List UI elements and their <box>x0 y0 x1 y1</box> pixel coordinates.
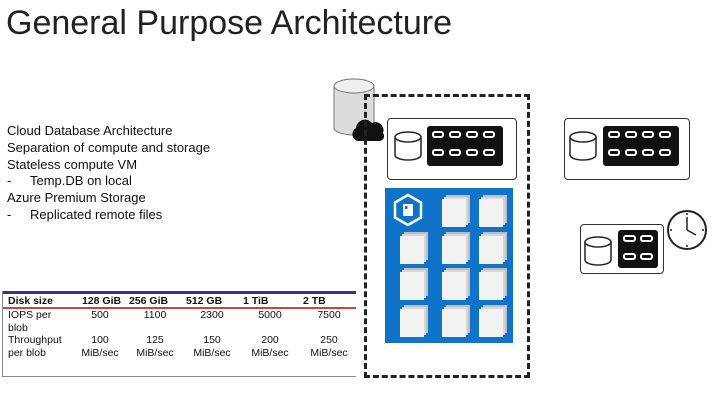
table-cell: 1100 <box>130 309 180 322</box>
table-header-cell: 2 TB <box>303 295 326 308</box>
table-cell: 200 MiB/sec <box>245 334 295 359</box>
table-cell: 500 <box>80 309 120 322</box>
file-tile <box>400 309 424 337</box>
file-tile <box>442 199 466 227</box>
file-tile <box>479 236 503 264</box>
table-cell: 7500 <box>304 309 354 322</box>
table-header-cell: 128 GiB <box>82 295 121 308</box>
table-row-label: Throughput per blob <box>8 334 78 359</box>
sub-bullet: - Temp.DB on local <box>7 173 210 190</box>
bullet-line: Replicated remote files <box>30 207 162 224</box>
dash-marker: - <box>7 173 30 190</box>
table-cell: 125 MiB/sec <box>130 334 180 359</box>
table-row-label: IOPS per blob <box>8 309 68 334</box>
disk-blob-icon <box>393 130 425 164</box>
storage-table: Disk size 128 GiB 256 GiB 512 GB 1 TiB 2… <box>2 291 356 377</box>
sub-bullet: - Replicated remote files <box>7 207 210 224</box>
table-header-cell: Disk size <box>8 295 53 308</box>
table-cell: 5000 <box>245 309 295 322</box>
table-bottom-rule <box>2 376 356 377</box>
file-tile <box>479 199 503 227</box>
storage-hex-icon <box>391 193 425 227</box>
bullet-line: Azure Premium Storage <box>7 190 210 207</box>
file-tile <box>400 272 424 300</box>
table-top-rule <box>2 291 356 294</box>
bullet-line: Temp.DB on local <box>30 173 132 190</box>
bullet-line: Cloud Database Architecture <box>7 123 210 140</box>
clock-icon <box>665 208 709 252</box>
table-edge <box>2 291 3 377</box>
disk-blob-icon <box>568 130 600 164</box>
table-header-cell: 1 TiB <box>243 295 268 308</box>
table-header-cell: 512 GB <box>186 295 222 308</box>
bullet-line: Stateless compute VM <box>7 157 210 174</box>
bullet-line: Separation of compute and storage <box>7 140 210 157</box>
file-tile <box>479 309 503 337</box>
table-cell: 100 MiB/sec <box>78 334 122 359</box>
disk-blob-icon <box>583 235 615 269</box>
file-tile <box>479 272 503 300</box>
table-header-cell: 256 GiB <box>129 295 168 308</box>
bullet-list: Cloud Database Architecture Separation o… <box>7 123 210 224</box>
file-tile <box>442 272 466 300</box>
file-tile <box>442 236 466 264</box>
table-cell: 150 MiB/sec <box>187 334 237 359</box>
file-tile <box>442 309 466 337</box>
page-title: General Purpose Architecture <box>6 4 452 43</box>
file-tile <box>400 236 424 264</box>
table-cell: 2300 <box>187 309 237 322</box>
dash-marker: - <box>7 207 30 224</box>
table-cell: 250 MiB/sec <box>304 334 354 359</box>
